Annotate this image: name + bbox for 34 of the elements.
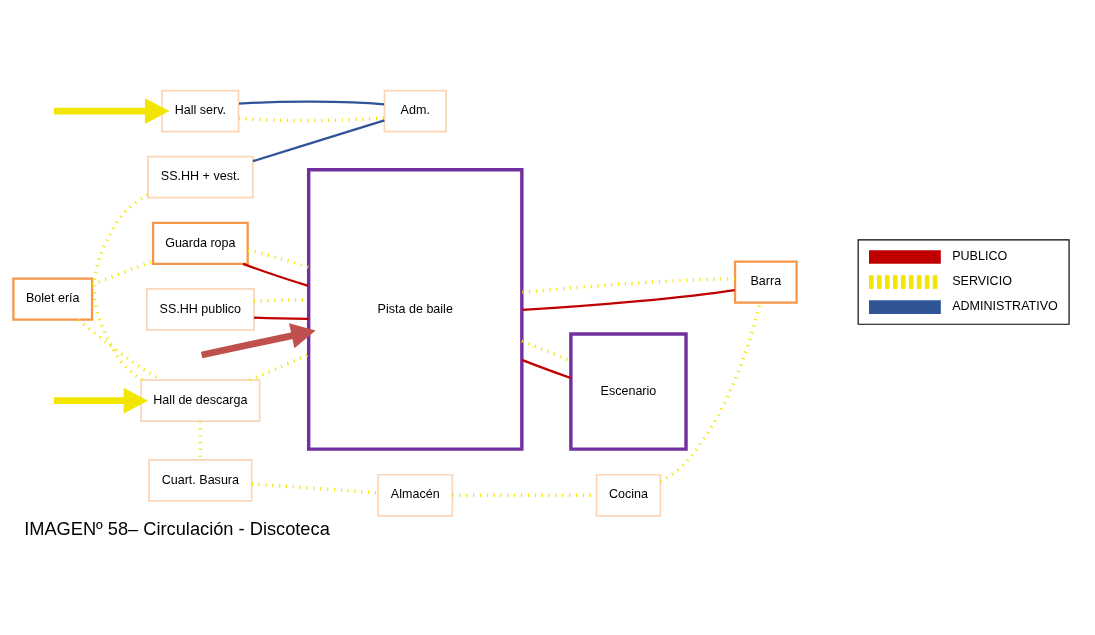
node-box: Guarda ropa: [151, 221, 249, 265]
connector: [238, 115, 385, 122]
node-box: Hall serv.: [161, 89, 240, 132]
arrow: [200, 322, 316, 358]
node-box: Bolet ería: [12, 277, 94, 321]
caption: IMAGENº 58– Circulación - Discoteca: [24, 517, 330, 539]
connector: [252, 118, 385, 162]
connector: [238, 100, 385, 105]
legend-label: SERVICIO: [952, 273, 1012, 288]
connector: [91, 259, 154, 286]
connector: [521, 358, 572, 379]
node-box: SS.HH publico: [145, 287, 255, 331]
connector: [242, 262, 309, 287]
node-box: Almacén: [377, 473, 454, 517]
node-box: SS.HH + vest.: [147, 155, 254, 199]
connector: [249, 352, 310, 382]
legend-label: PUBLICO: [952, 248, 1008, 263]
connector: [254, 316, 309, 320]
connector: [198, 420, 203, 460]
node-box: Pista de baile: [306, 167, 524, 451]
connector: [247, 247, 309, 269]
connector: [251, 481, 379, 494]
node-box: Adm.: [383, 89, 447, 132]
node-box: Hall de descarga: [140, 378, 261, 422]
node-box: Cuart. Basura: [148, 458, 253, 502]
node-box: Barra: [733, 259, 798, 304]
node-box: Escenario: [569, 331, 688, 451]
connector: [92, 192, 149, 381]
node-box: Cocina: [595, 473, 662, 517]
arrow: [53, 387, 149, 413]
arrow: [53, 97, 170, 124]
connector: [522, 276, 735, 294]
legend-label: ADMINISTRATIVO: [952, 298, 1058, 313]
connector: [522, 288, 735, 311]
